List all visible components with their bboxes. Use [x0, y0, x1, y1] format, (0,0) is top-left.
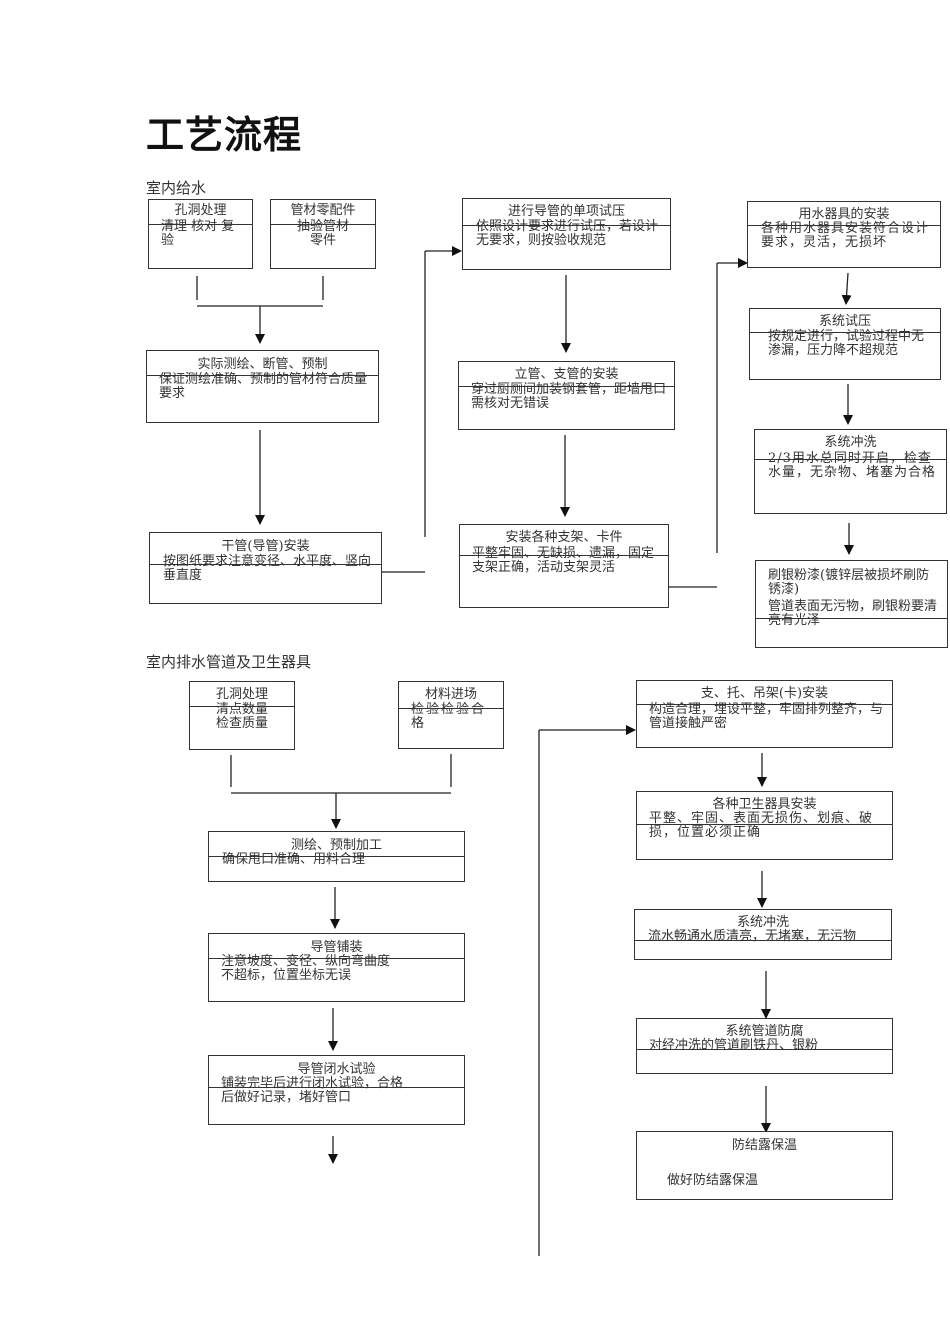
- step-box-system-pressure: 系统试压 按规定进行，试验过程中无渗漏，压力降不超规范: [749, 308, 941, 380]
- divider: [635, 940, 891, 941]
- step-box-anticorrosion: 系统管道防腐 对经冲洗的管道刷铁丹、银粉: [636, 1018, 893, 1074]
- step-title: 测绘、预制加工: [290, 838, 382, 853]
- step-title: 进行导管的单项试压: [507, 204, 625, 219]
- step-desc: 抽验管材 零件: [296, 219, 349, 248]
- step-title: 导管闭水试验: [297, 1062, 376, 1077]
- divider: [756, 618, 947, 619]
- step-desc: 流水畅通水质清亮，无堵塞，无污物: [648, 929, 857, 944]
- divider: [637, 1049, 892, 1050]
- step-box-material-intake: 材料进场 检验检验合格: [398, 681, 504, 749]
- divider: [399, 708, 503, 709]
- step-desc: 平整牢固、无缺损、遗漏，固定支架正确，活动支架灵活: [472, 546, 655, 575]
- section-heading-supply: 室内给水: [146, 179, 207, 197]
- step-box-drain-hole-treatment: 孔洞处理 清点数量 检查质量: [189, 681, 295, 750]
- step-title: 系统冲洗: [736, 915, 789, 930]
- section-heading-drainage: 室内排水管道及卫生器具: [146, 653, 312, 671]
- step-box-survey-prefab: 测绘、预制加工 确保甩口准确、用料合理: [208, 831, 465, 882]
- step-box-pipe-parts: 管材零配件 抽验管材 零件: [270, 199, 376, 269]
- step-desc: 清理 核对 复验: [161, 219, 235, 248]
- step-box-drain-flush: 系统冲洗 流水畅通水质清亮，无堵塞，无污物: [634, 909, 892, 960]
- step-title: 孔洞处理: [174, 203, 227, 218]
- divider: [748, 225, 940, 226]
- step-title: 孔洞处理: [215, 687, 268, 702]
- step-title: 系统管道防腐: [725, 1024, 804, 1039]
- step-title: 导管铺装: [310, 940, 363, 955]
- step-box-pressure-test: 进行导管的单项试压 依照设计要求进行试压，若设计无要求，则按验收规范: [462, 198, 671, 270]
- step-title: 用水器具的安装: [798, 207, 890, 222]
- divider: [149, 224, 252, 225]
- connector-arrow: [841, 272, 852, 305]
- step-desc: 平整、牢固、表面无损伤、划痕、破损，位置必须正确: [649, 811, 874, 840]
- divider: [637, 704, 892, 705]
- page-title: 工艺流程: [146, 112, 303, 157]
- step-desc: 确保甩口准确、用料合理: [222, 852, 366, 867]
- step-title: 系统试压: [818, 314, 871, 329]
- step-title: 立管、支管的安装: [514, 367, 619, 382]
- step-title: 支、托、吊架(卡)安装: [700, 686, 829, 701]
- step-title: 材料进场: [424, 687, 477, 702]
- step-desc: 各种用水器具安装符合设计要求，灵活，无损坏: [761, 221, 930, 250]
- step-desc: 2/3用水总同时开启，检查水量，无杂物、堵塞为合格: [768, 451, 937, 480]
- step-box-system-flush: 系统冲洗 2/3用水总同时开启，检查水量，无杂物、堵塞为合格: [754, 429, 947, 514]
- step-title: 各种卫生器具安装: [712, 797, 817, 812]
- step-desc: 做好防结露保温: [667, 1173, 759, 1188]
- step-desc: 按图纸要求注意变径、水平度、竖向垂直度: [163, 554, 372, 583]
- divider: [750, 332, 940, 333]
- step-box-hole-treatment: 孔洞处理 清理 核对 复验: [148, 199, 253, 269]
- step-desc: 穿过厨厕间加装钢套管，距墙甩口需核对无错误: [471, 382, 667, 411]
- divider: [755, 459, 946, 460]
- step-desc: 按规定进行，试验过程中无渗漏，压力降不超规范: [768, 329, 925, 358]
- divider: [209, 1087, 464, 1088]
- step-title: 系统冲洗: [824, 435, 877, 450]
- step-box-fixture-install: 用水器具的安装 各种用水器具安装符合设计要求，灵活，无损坏: [747, 201, 941, 268]
- divider: [147, 375, 378, 376]
- step-box-silver-paint: 刷银粉漆(镀锌层被损坏刷防锈漆) 管道表面无污物，刷银粉要清亮有光泽: [755, 560, 948, 648]
- step-title: 干管(导管)安装: [221, 539, 310, 554]
- step-box-condensation-insulation: 防结露保温 做好防结露保温: [636, 1131, 893, 1200]
- divider: [271, 224, 375, 225]
- step-box-main-pipe: 干管(导管)安装 按图纸要求注意变径、水平度、竖向垂直度: [149, 532, 382, 604]
- divider: [637, 824, 892, 825]
- step-box-survey-cut: 实际测绘、断管、预制 保证测绘准确、预制的管材符合质量要求: [146, 350, 379, 423]
- step-desc: 依照设计要求进行试压，若设计无要求，则按验收规范: [476, 219, 659, 248]
- step-title: 实际测绘、断管、预制: [197, 357, 328, 372]
- divider: [190, 706, 294, 707]
- step-box-sanitary-fixtures: 各种卫生器具安装 平整、牢固、表面无损伤、划痕、破损，位置必须正确: [636, 791, 893, 860]
- step-desc: 铺装完毕后进行闭水试验，合格后做好记录，堵好管口: [221, 1076, 404, 1105]
- step-title: 安装各种支架、卡件: [505, 530, 623, 545]
- step-desc: 清点数量 检查质量: [215, 702, 268, 731]
- step-desc: 对经冲洗的管道刷铁丹、银粉: [649, 1038, 819, 1053]
- step-desc: 管道表面无污物，刷银粉要清亮有光泽: [768, 599, 938, 628]
- step-title: 防结露保温: [731, 1138, 797, 1153]
- divider: [150, 564, 381, 565]
- divider: [209, 958, 464, 959]
- divider: [209, 856, 464, 857]
- step-desc: 检验检验合格: [411, 702, 487, 731]
- step-desc: 注意坡度、变径、纵向弯曲度不超标，位置坐标无误: [221, 954, 391, 983]
- step-desc: 保证测绘准确、预制的管材符合质量要求: [159, 372, 368, 401]
- divider: [459, 386, 674, 387]
- step-box-supports: 安装各种支架、卡件 平整牢固、无缺损、遗漏，固定支架正确，活动支架灵活: [459, 524, 669, 608]
- step-box-hangers: 支、托、吊架(卡)安装 构造合理，埋设平整，牢固排列整齐，与管道接触严密: [636, 680, 893, 748]
- step-box-closed-water-test: 导管闭水试验 铺装完毕后进行闭水试验，合格后做好记录，堵好管口: [208, 1055, 465, 1125]
- step-title: 管材零配件: [290, 203, 356, 218]
- divider: [463, 225, 670, 226]
- step-box-pipe-laying: 导管铺装 注意坡度、变径、纵向弯曲度不超标，位置坐标无误: [208, 933, 465, 1002]
- step-desc: 构造合理，埋设平整，牢固排列整齐，与管道接触严密: [649, 702, 884, 731]
- step-title: 刷银粉漆(镀锌层被损坏刷防锈漆): [768, 568, 930, 597]
- divider: [460, 555, 668, 556]
- step-box-riser-install: 立管、支管的安装 穿过厨厕间加装钢套管，距墙甩口需核对无错误: [458, 361, 675, 430]
